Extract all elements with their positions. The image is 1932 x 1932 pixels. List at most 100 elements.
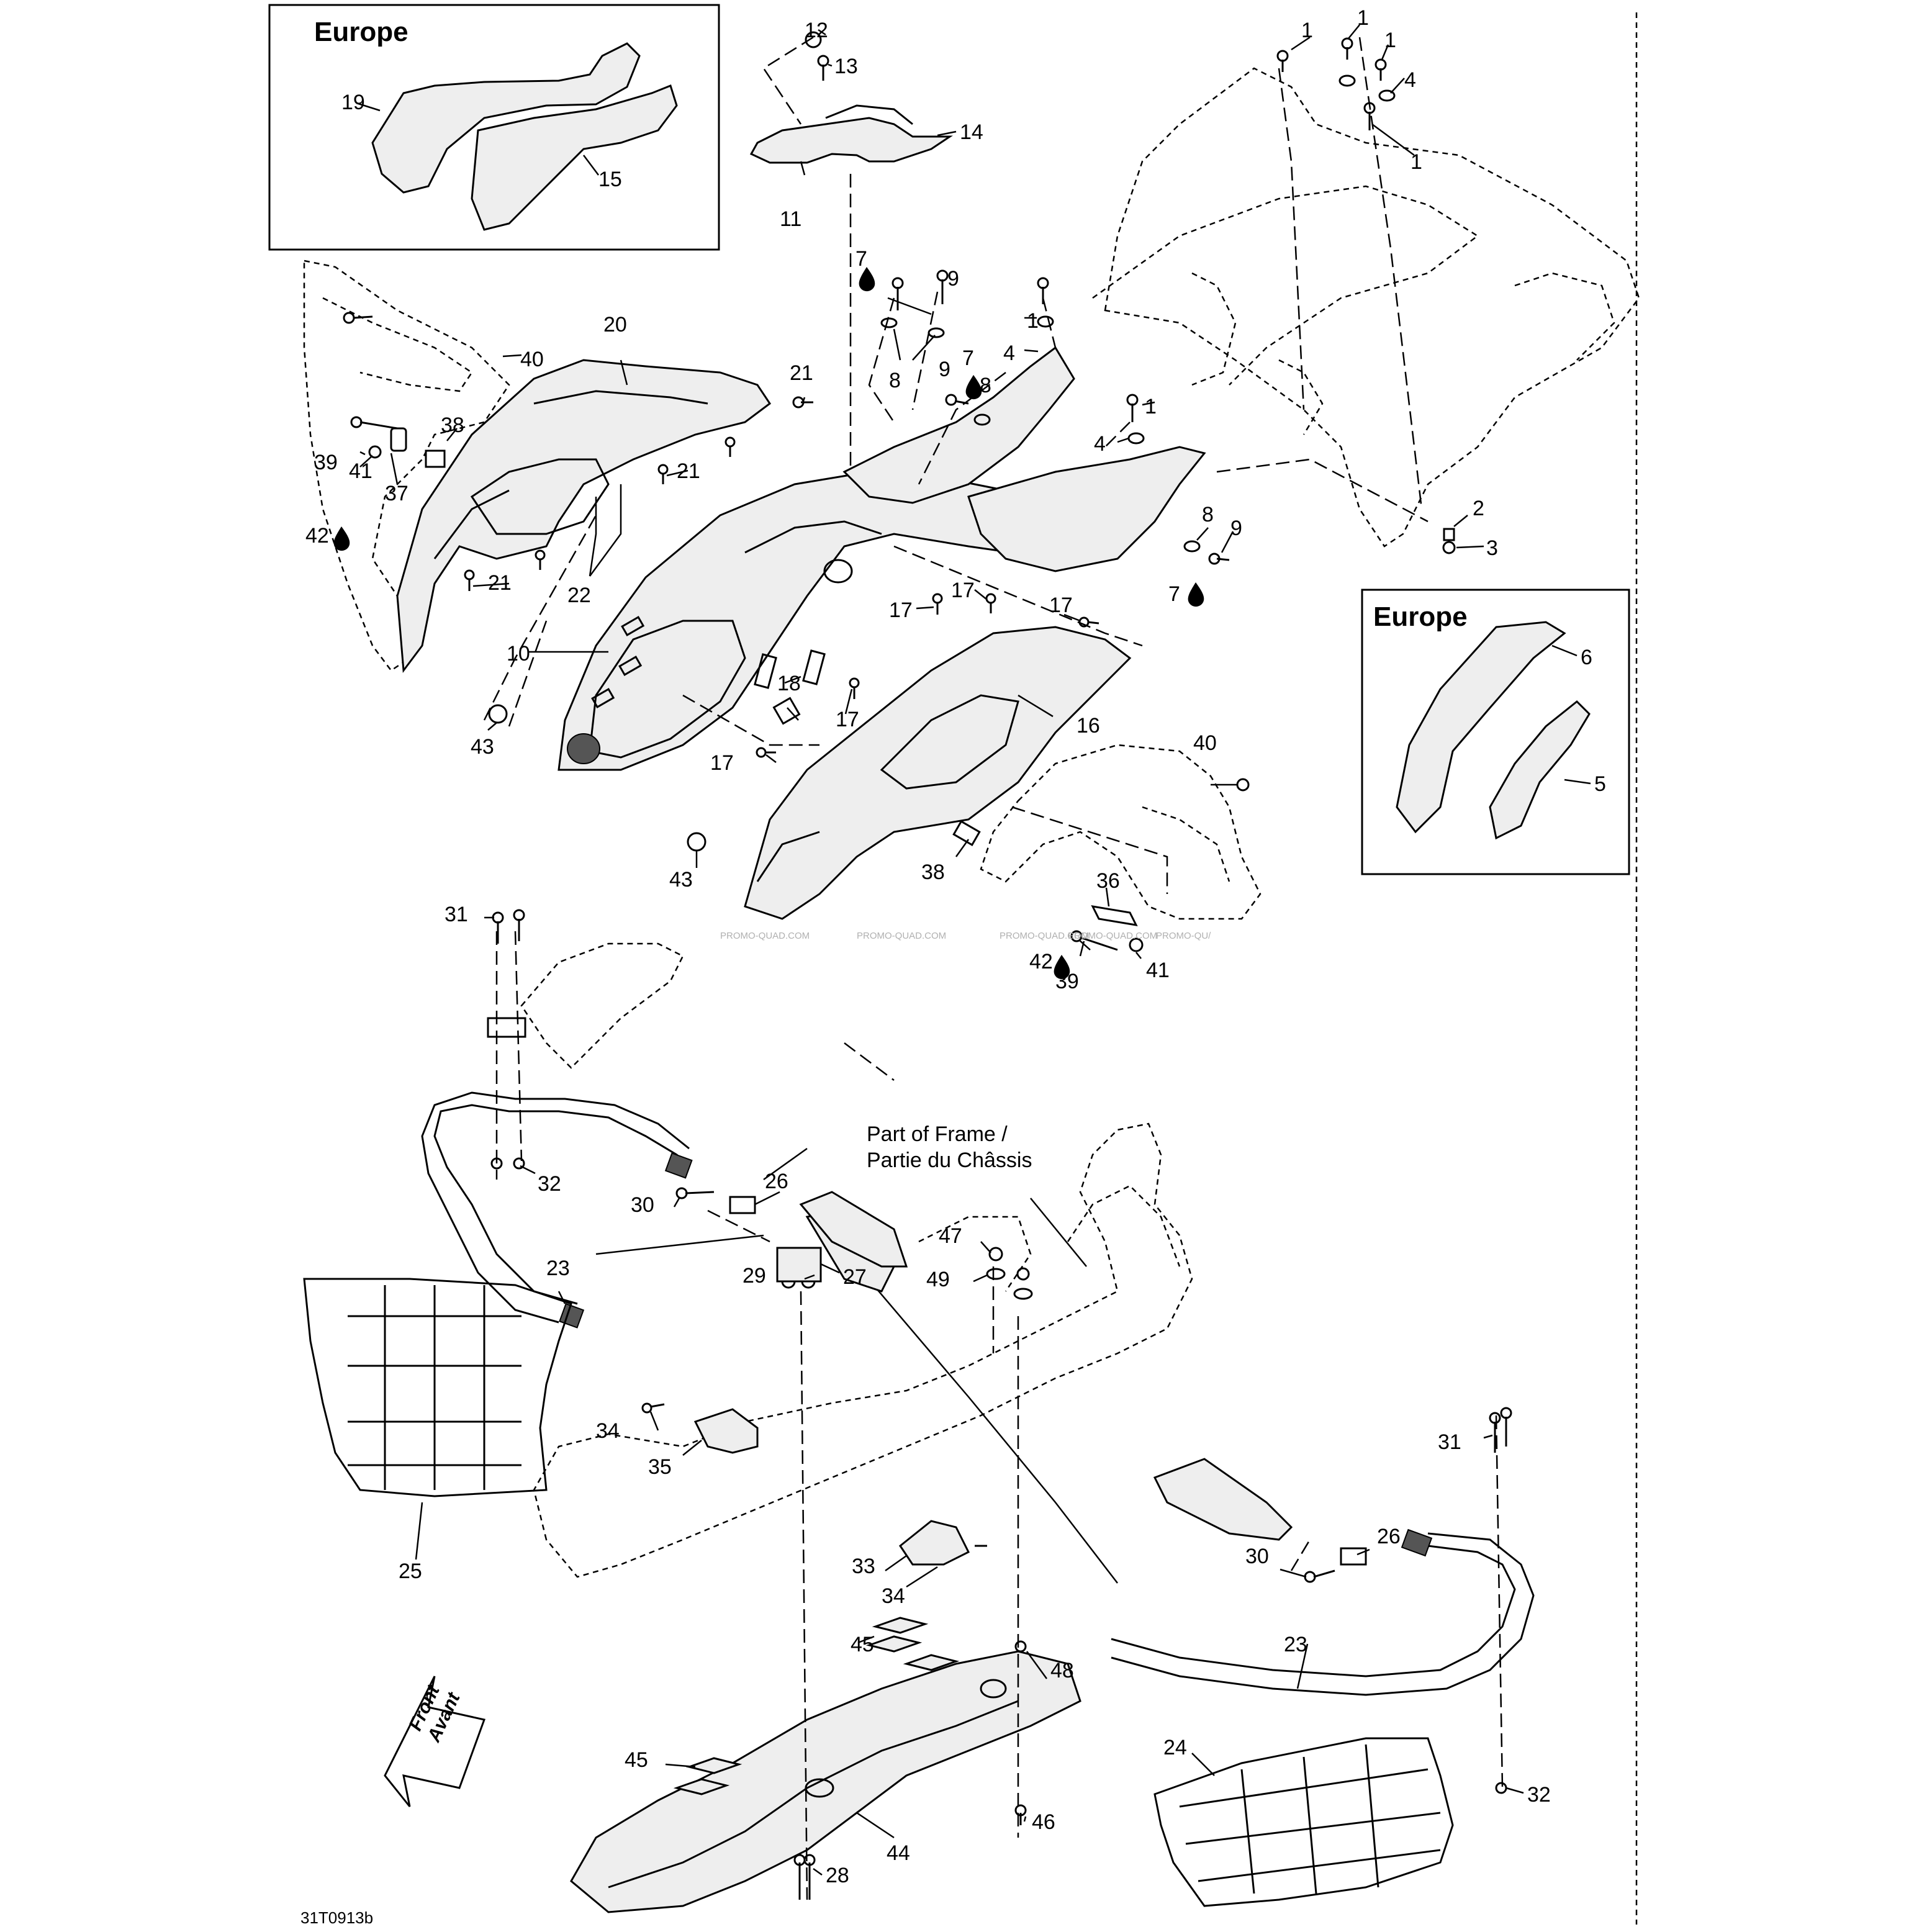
callout-9: 9 [947, 267, 959, 291]
callout-2: 2 [1473, 497, 1484, 520]
part-15-mud-guard [471, 84, 678, 231]
callout-17: 17 [836, 708, 859, 731]
callout-18: 18 [777, 672, 801, 695]
callout-41: 41 [349, 459, 372, 483]
part-25-floor-net-left [303, 1278, 572, 1497]
callout-17: 17 [951, 579, 975, 602]
europe-inset-right: Europe 6 5 [1361, 589, 1630, 875]
callout-35: 35 [648, 1455, 672, 1479]
callout-6: 6 [1581, 646, 1592, 669]
callout-39: 39 [1055, 970, 1079, 993]
callout-38: 38 [921, 860, 945, 884]
callout-1: 1 [1301, 19, 1313, 42]
part-16-side-panel [744, 626, 1132, 920]
rear-body-ghost [1092, 67, 1640, 548]
callout-26: 26 [1377, 1525, 1401, 1548]
callout-45: 45 [851, 1633, 874, 1656]
callout-31: 31 [445, 903, 468, 926]
callout-46: 46 [1032, 1810, 1055, 1834]
callout-22: 22 [567, 584, 591, 607]
callout-17: 17 [1049, 594, 1073, 617]
callout-42: 42 [305, 524, 329, 548]
callout-43: 43 [669, 868, 693, 892]
callout-33: 33 [852, 1555, 875, 1578]
part-6-panel [1396, 621, 1566, 834]
callout-4: 4 [1404, 68, 1416, 92]
callout-1: 1 [1027, 309, 1039, 333]
part-23-nerf-bar-right [1111, 1528, 1535, 1696]
callout-29: 29 [743, 1264, 766, 1288]
watermark: PROMO-QU/ [1156, 931, 1211, 941]
callout-38: 38 [441, 413, 464, 437]
callout-34: 34 [596, 1419, 620, 1443]
part-10-front-body [557, 471, 1107, 771]
callout-1: 1 [1145, 395, 1157, 418]
callout-23: 23 [546, 1257, 570, 1280]
callout-14: 14 [960, 120, 983, 144]
callout-1: 1 [1411, 150, 1422, 174]
callout-3: 3 [1486, 536, 1498, 560]
front-direction-arrow: Front Avant [384, 1676, 485, 1807]
footrest-guard-left-ghost [520, 942, 684, 1069]
callout-27: 27 [843, 1265, 867, 1289]
callout-7: 7 [855, 247, 867, 271]
assembly-lines [483, 36, 1504, 1900]
callout-40: 40 [520, 348, 544, 371]
drawing-reference: 31T0913b [300, 1908, 373, 1927]
callout-41: 41 [1146, 959, 1170, 982]
europe-inset-title-2: Europe [1373, 602, 1468, 632]
watermark: PROMO-QUAD.COM [1068, 931, 1157, 941]
drop-icon [1188, 582, 1204, 607]
europe-inset-top-left: Europe 19 15 [268, 4, 720, 251]
rear-tail-body [842, 346, 1206, 572]
callout-39: 39 [314, 451, 338, 474]
watermark: PROMO-QUAD.COM [857, 931, 946, 941]
callout-8: 8 [980, 374, 991, 397]
callout-11: 11 [780, 207, 801, 231]
callout-9: 9 [939, 358, 950, 381]
callout-12: 12 [805, 19, 828, 42]
part-24-floor-net-right [1153, 1737, 1454, 1907]
watermark: PROMO-QUAD.COM [1000, 931, 1089, 941]
callout-16: 16 [1077, 714, 1100, 738]
callout-10: 10 [507, 642, 530, 666]
callout-43: 43 [471, 735, 494, 759]
drop-icon [333, 526, 350, 551]
callout-30: 30 [631, 1193, 654, 1217]
frame-ghost [533, 1122, 1193, 1578]
callout-26: 26 [765, 1170, 788, 1193]
callout-5: 5 [1594, 772, 1606, 796]
callout-1: 1 [1384, 29, 1396, 52]
callout-17: 17 [710, 751, 734, 775]
callout-30: 30 [1245, 1545, 1269, 1568]
part-5-panel [1489, 700, 1591, 840]
callout-7: 7 [1168, 582, 1180, 606]
part-20-front-side-panel [396, 359, 772, 674]
callout-1: 1 [1357, 6, 1369, 30]
callout-49: 49 [926, 1268, 950, 1291]
front-fender-ghost-right [980, 744, 1262, 920]
callout-13: 13 [834, 55, 858, 78]
callout-48: 48 [1050, 1659, 1074, 1682]
callout-40: 40 [1193, 731, 1217, 755]
callout-21: 21 [677, 459, 700, 483]
callout-15: 15 [598, 168, 622, 191]
callout-8: 8 [1202, 503, 1214, 526]
callout-24: 24 [1163, 1736, 1187, 1759]
callout-42: 42 [1029, 950, 1053, 973]
drop-icon [965, 375, 982, 400]
callout-4: 4 [1003, 341, 1015, 365]
callout-17: 17 [889, 598, 913, 622]
callout-31: 31 [1438, 1430, 1461, 1454]
callout-4: 4 [1094, 432, 1106, 456]
callout-9: 9 [1230, 517, 1242, 540]
callout-44: 44 [887, 1841, 910, 1865]
part-14-11-tray [749, 104, 953, 164]
adhesive-drop-icons [333, 267, 1204, 980]
watermark: PROMO-QUAD.COM [720, 931, 810, 941]
callout-32: 32 [1527, 1783, 1551, 1807]
callout-numbers: 1 1 1 1 1 1 4 4 4 2 3 12 13 14 11 7 9 8 … [305, 6, 1551, 1887]
callout-21: 21 [488, 571, 512, 595]
callout-8: 8 [889, 369, 901, 392]
